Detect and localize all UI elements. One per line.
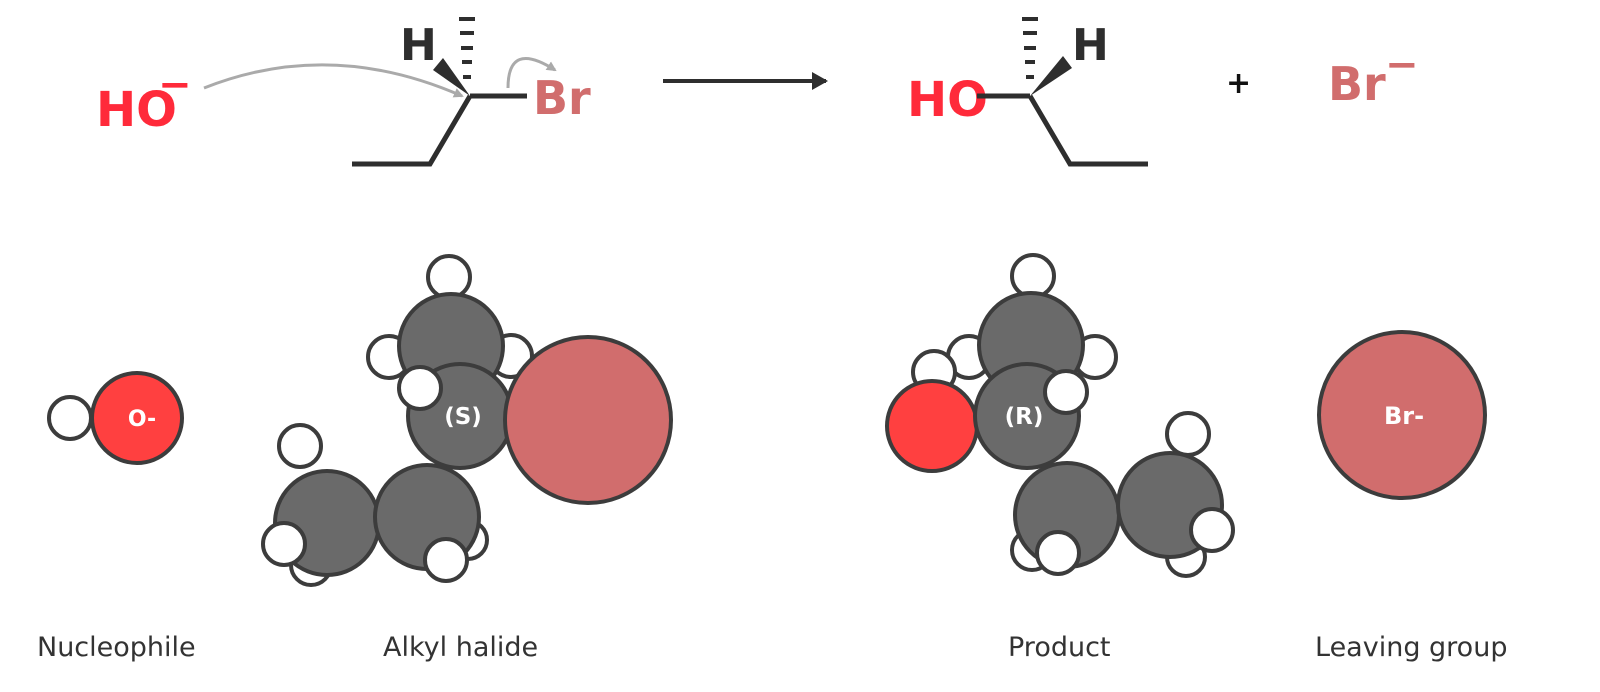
product-wedge-bond-icon [1030, 56, 1072, 96]
leaving-group-charge: − [1385, 42, 1419, 88]
caption-product: Product [1008, 632, 1111, 663]
reaction-equation: HO − H Br [96, 17, 1419, 167]
wedge-bond-icon [433, 58, 470, 96]
hydrogen-atom [426, 254, 472, 300]
nucleophile-charge: − [158, 62, 192, 108]
bromide-atom [1317, 330, 1487, 500]
hydrogen-atom [423, 537, 469, 583]
hydrogen-atom [397, 365, 443, 411]
stereo-label: (R) [1005, 404, 1044, 430]
leaving-group-formula: Br − [1328, 42, 1419, 111]
nucleophile-formula-text: HO [96, 82, 177, 138]
product-model: (R) [885, 253, 1235, 578]
hydrogen-atom [261, 521, 307, 567]
leaving-group-formula-text: Br [1328, 57, 1386, 111]
product-ethyl-chain-bonds [1027, 94, 1148, 167]
bromine-atom [503, 335, 673, 505]
hydrogen-atom [1043, 369, 1089, 415]
alkyl-halide-model: (S) [261, 254, 673, 587]
oxygen-atom [90, 371, 184, 465]
caption-nucleophile: Nucleophile [37, 632, 196, 663]
nucleophile-formula: HO − [96, 62, 192, 138]
product-hash-bond-icon [1022, 17, 1038, 79]
hydrogen-atom [1189, 507, 1235, 553]
hydrogen-atom [1165, 411, 1211, 457]
hydrogen-atom [47, 395, 93, 441]
hydrogen-atom [1010, 253, 1056, 299]
leaving-group-model: Br- [1317, 330, 1487, 500]
hydrogen-atom [1035, 530, 1081, 576]
ethyl-chain-bonds [352, 94, 473, 167]
hash-bond-icon [459, 17, 475, 79]
product-ho-label: HO [907, 72, 988, 128]
attack-curly-arrow-icon [203, 63, 464, 98]
leaving-curly-arrow-icon [506, 56, 557, 89]
stereo-label: (S) [444, 404, 482, 430]
reactant-br-label: Br [533, 71, 591, 125]
bromide-atom-label: Br- [1384, 402, 1424, 430]
oxygen-atom-label: O- [128, 407, 156, 432]
plus-sign: + [1226, 66, 1251, 101]
caption-leaving-group: Leaving group [1315, 632, 1507, 663]
caption-alkyl-halide: Alkyl halide [383, 632, 538, 663]
hydrogen-atom [277, 423, 323, 469]
reactant-h-label: H [400, 20, 437, 71]
alkyl-halide-structure: H Br [352, 17, 591, 167]
oxygen-atom [885, 379, 979, 473]
product-structure: HO H [907, 17, 1148, 167]
nucleophile-model: O- [47, 371, 184, 465]
product-h-label: H [1072, 20, 1109, 71]
